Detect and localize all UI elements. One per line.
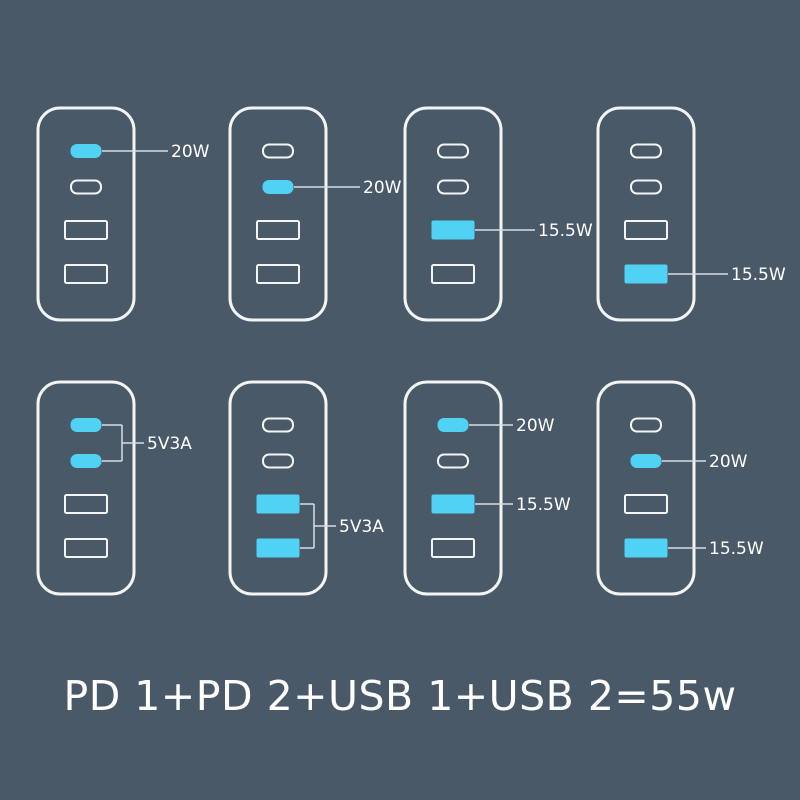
usb-c-port-active xyxy=(70,144,102,158)
charger-body xyxy=(36,106,136,322)
usb-a-port xyxy=(256,220,300,240)
charger-unit: 5V3A xyxy=(228,380,384,596)
usb-c-port xyxy=(262,453,294,469)
usb-a-port xyxy=(624,494,668,514)
usb-a-port xyxy=(431,538,475,558)
usb-a-port-active xyxy=(256,494,300,514)
usb-a-port xyxy=(64,220,108,240)
usb-c-port xyxy=(630,143,662,159)
usb-a-port xyxy=(64,264,108,284)
charger-body xyxy=(596,380,696,596)
usb-c-port-active xyxy=(630,454,662,468)
charger-body xyxy=(228,106,328,322)
charger-unit: 5V3A xyxy=(36,380,192,596)
usb-a-port xyxy=(256,264,300,284)
charger-body xyxy=(228,380,328,596)
charger-unit: 20W xyxy=(36,106,210,322)
power-label: 15.5W xyxy=(709,539,764,559)
charger-body xyxy=(36,380,136,596)
usb-a-port xyxy=(64,538,108,558)
power-label: 20W xyxy=(363,178,402,198)
power-label: 5V3A xyxy=(147,434,192,454)
power-caption: PD 1+PD 2+USB 1+USB 2=55w xyxy=(63,672,737,720)
power-label: 20W xyxy=(516,416,555,436)
power-label: 15.5W xyxy=(538,221,593,241)
usb-c-port xyxy=(437,179,469,195)
usb-c-port xyxy=(630,417,662,433)
usb-a-port-active xyxy=(431,220,475,240)
usb-c-port xyxy=(262,143,294,159)
charger-unit: 20W 15.5W xyxy=(403,380,571,596)
power-label: 15.5W xyxy=(516,495,571,515)
usb-c-port-active xyxy=(70,454,102,468)
usb-c-port xyxy=(630,179,662,195)
usb-a-port-active xyxy=(624,538,668,558)
usb-c-port xyxy=(70,179,102,195)
usb-c-port xyxy=(437,453,469,469)
usb-a-port-active xyxy=(431,494,475,514)
charger-group: 20W 20W 15.5W 15.5W 5V3A 5V3A 20W 15.5W 20W 15.5W xyxy=(36,106,786,596)
usb-a-port-active xyxy=(256,538,300,558)
charger-unit: 20W 15.5W xyxy=(596,380,764,596)
charger-body xyxy=(596,106,696,322)
usb-c-port-active xyxy=(262,180,294,194)
charger-body xyxy=(403,380,503,596)
charger-body xyxy=(403,106,503,322)
power-label: 5V3A xyxy=(339,517,384,537)
usb-c-port xyxy=(262,417,294,433)
power-label: 15.5W xyxy=(731,265,786,285)
usb-c-port-active xyxy=(70,418,102,432)
usb-c-port xyxy=(437,143,469,159)
usb-a-port xyxy=(64,494,108,514)
power-label: 20W xyxy=(709,452,748,472)
usb-c-port-active xyxy=(437,418,469,432)
charger-unit: 15.5W xyxy=(596,106,786,322)
charger-unit: 20W xyxy=(228,106,402,322)
usb-a-port xyxy=(431,264,475,284)
usb-a-port xyxy=(624,220,668,240)
charger-unit: 15.5W xyxy=(403,106,593,322)
usb-a-port-active xyxy=(624,264,668,284)
power-label: 20W xyxy=(171,142,210,162)
